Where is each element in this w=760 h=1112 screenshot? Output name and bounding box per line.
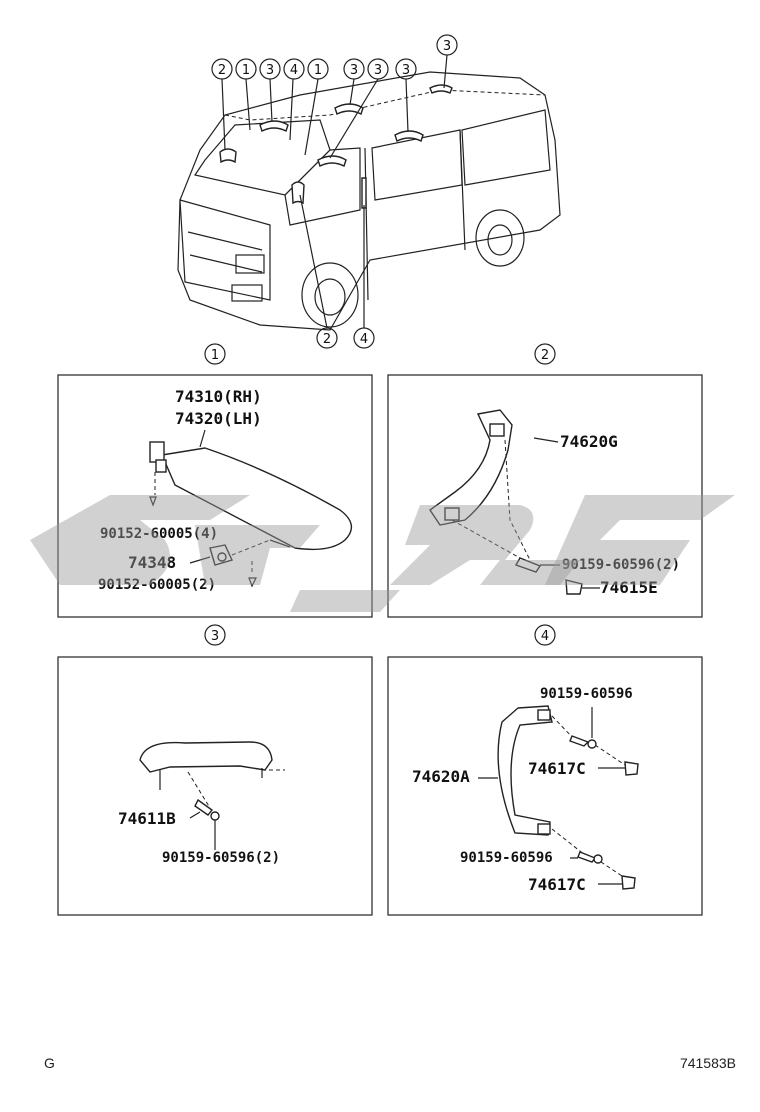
svg-text:4: 4 xyxy=(541,629,549,644)
callout-circle: 4 xyxy=(283,58,305,80)
label-74617c-bottom: 74617C xyxy=(528,875,586,894)
svg-text:2: 2 xyxy=(323,332,331,347)
label-74617c-top: 74617C xyxy=(528,759,586,778)
label-74620a: 74620A xyxy=(412,767,470,786)
footer-diagram-number: 741583B xyxy=(680,1055,736,1071)
callout-circle: 3 xyxy=(367,58,389,80)
callout-circle: 3 xyxy=(436,34,458,56)
panel-2-frame xyxy=(387,374,703,618)
callout-circle: 3 xyxy=(395,58,417,80)
footer-left-code: G xyxy=(44,1055,55,1071)
svg-text:4: 4 xyxy=(290,63,298,78)
panel-3-frame xyxy=(57,656,373,916)
svg-text:1: 1 xyxy=(211,348,219,363)
callout-circle: 2 xyxy=(316,327,338,349)
assist-grip-74620g-illustration xyxy=(429,409,600,595)
svg-text:3: 3 xyxy=(350,63,358,78)
assist-grip-74611b-illustration xyxy=(139,741,285,850)
callout-circle: 1 xyxy=(307,58,329,80)
label-90152-60005-4: 90152-60005(4) xyxy=(100,526,218,542)
callout-circle: 3 xyxy=(259,58,281,80)
label-74620g: 74620G xyxy=(560,432,618,451)
callout-circle: 3 xyxy=(343,58,365,80)
panel-index-2: 2 xyxy=(534,343,556,365)
panel-index-1: 1 xyxy=(204,343,226,365)
label-90159-60596-bottom: 90159-60596 xyxy=(460,850,553,866)
callout-circle: 1 xyxy=(235,58,257,80)
svg-text:4: 4 xyxy=(360,332,368,347)
svg-text:1: 1 xyxy=(314,63,322,78)
watermark-logo xyxy=(30,495,735,612)
svg-text:2: 2 xyxy=(218,63,226,78)
panel-index-3: 3 xyxy=(204,624,226,646)
label-74615e: 74615E xyxy=(600,578,658,597)
label-74320-lh: 74320(LH) xyxy=(175,409,262,428)
svg-text:2: 2 xyxy=(541,348,549,363)
label-74310-rh: 74310(RH) xyxy=(175,387,262,406)
callout-circle: 4 xyxy=(353,327,375,349)
svg-text:3: 3 xyxy=(266,63,274,78)
panel-4-frame xyxy=(387,656,703,916)
svg-text:3: 3 xyxy=(402,63,410,78)
svg-text:3: 3 xyxy=(211,629,219,644)
label-90159-60596-2-panel3: 90159-60596(2) xyxy=(162,850,280,866)
svg-text:3: 3 xyxy=(374,63,382,78)
sun-visor-illustration xyxy=(149,429,353,588)
label-90159-60596-top: 90159-60596 xyxy=(540,686,633,702)
svg-text:1: 1 xyxy=(242,63,250,78)
label-74348: 74348 xyxy=(128,553,176,572)
assist-grip-74620a-illustration xyxy=(478,705,639,890)
van-overview-illustration: 2 1 3 4 1 3 3 3 3 2 4 xyxy=(177,34,561,349)
label-90159-60596-2: 90159-60596(2) xyxy=(562,557,680,573)
panel-index-4: 4 xyxy=(534,624,556,646)
callout-circle: 2 xyxy=(211,58,233,80)
svg-text:3: 3 xyxy=(443,39,451,54)
label-90152-60005-2: 90152-60005(2) xyxy=(98,577,216,593)
panel-1-frame xyxy=(57,374,373,618)
label-74611b: 74611B xyxy=(118,809,176,828)
